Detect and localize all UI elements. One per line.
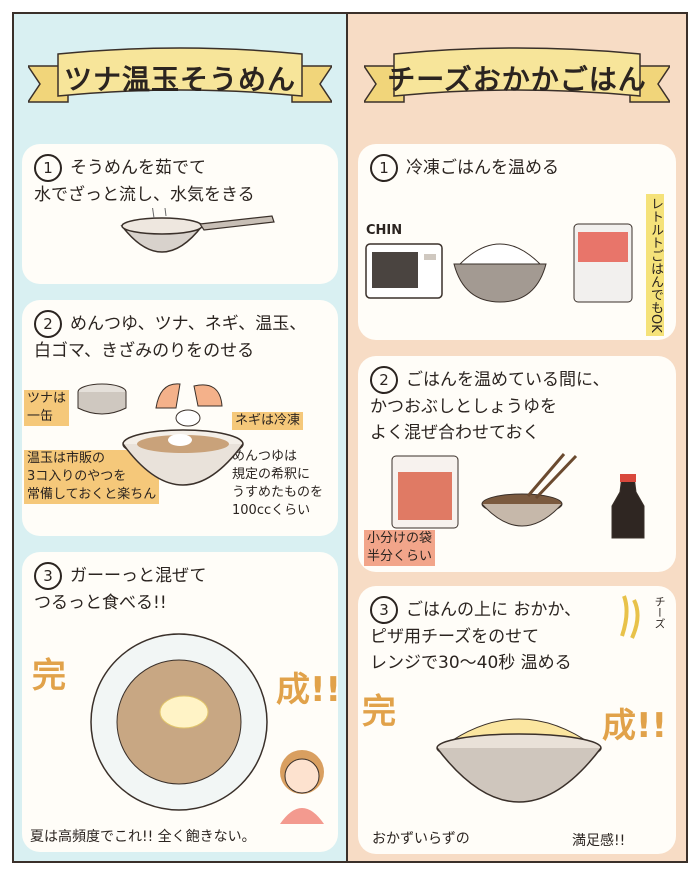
- soy-sauce-icon: [611, 474, 645, 539]
- left-step3-text: ガーーっと混ぜて つるっと食べる!!: [34, 566, 207, 613]
- left-title: ツナ温玉そうめん: [63, 63, 296, 96]
- right-step1-card: 1 冷凍ごはんを温める CHIN レトルトごはんでもOK: [358, 144, 676, 340]
- right-caption-1: おかずいらずの: [372, 831, 470, 847]
- note-cheese: チーズ: [653, 596, 666, 629]
- strainer-icon: [120, 208, 275, 253]
- right-step1-text: 冷凍ごはんを温める: [406, 158, 559, 178]
- outer-frame: [12, 12, 688, 863]
- right-step1: 1 冷凍ごはんを温める: [370, 154, 559, 182]
- mixed-somen-plate-icon: [90, 633, 268, 811]
- step-number: 1: [370, 154, 398, 182]
- step-number: 2: [34, 310, 62, 338]
- left-done-1: 完: [32, 656, 66, 696]
- right-step3-text: ごはんの上に おかか、 ピザ用チーズをのせて レンジで30〜40秒 温める: [370, 600, 582, 673]
- right-title-banner: チーズおかかごはん: [364, 44, 670, 112]
- note-chin: CHIN: [366, 223, 403, 238]
- right-done-1: 完: [362, 692, 396, 732]
- egg-shell-icon: [155, 383, 223, 427]
- left-title-banner: ツナ温玉そうめん: [28, 44, 332, 112]
- right-caption-2: 満足感!!: [572, 833, 626, 849]
- retort-rice-pack-icon: [573, 223, 633, 303]
- eating-person-icon: [280, 750, 324, 824]
- note-package: 小分けの袋 半分くらい: [364, 530, 436, 566]
- right-title: チーズおかかごはん: [387, 63, 647, 96]
- ribbon-icon: [28, 47, 332, 103]
- shredded-cheese-icon: [620, 595, 640, 639]
- left-step1-text: そうめんを茹でて 水でざっと流し、水気をきる: [34, 158, 255, 205]
- right-column: チーズおかかごはん 1 冷凍ごはんを温める CHIN レトルトごはんでもOK 2: [348, 14, 686, 861]
- microwave-icon: [365, 243, 443, 299]
- katsuobushi-bag-icon: [391, 455, 459, 529]
- tuna-can-icon: [77, 383, 127, 415]
- cheese-okaka-donburi-icon: [436, 718, 602, 803]
- note-tuna: ツナは 一缶: [24, 390, 70, 426]
- ribbon-icon: [364, 47, 670, 103]
- note-mentsuyu: めんつゆは 規定の希釈に うすめたものを 100ccくらい: [232, 449, 324, 518]
- step-number: 2: [370, 366, 398, 394]
- note-retort: レトルトごはんでもOK: [646, 194, 664, 336]
- bowl-chopsticks-icon: [481, 453, 578, 527]
- left-done-2: 成!!: [276, 670, 342, 710]
- left-footer: 夏は高頻度でこれ!! 全く飽きない。: [30, 829, 256, 845]
- right-step2-text: ごはんを温めている間に、 かつおぶしとしょうゆを よく混ぜ合わせておく: [370, 370, 610, 443]
- step-number: 1: [34, 154, 62, 182]
- right-done-2: 成!!: [602, 706, 668, 746]
- left-step2-text: めんつゆ、ツナ、ネギ、温玉、 白ゴマ、きざみのりをのせる: [34, 314, 307, 361]
- note-negi: ネギは冷凍: [232, 412, 304, 430]
- step-number: 3: [370, 596, 398, 624]
- step-number: 3: [34, 562, 62, 590]
- somen-bowl-icon: [122, 429, 244, 486]
- column-divider: [346, 12, 348, 863]
- rice-bowl-icon: [453, 243, 547, 303]
